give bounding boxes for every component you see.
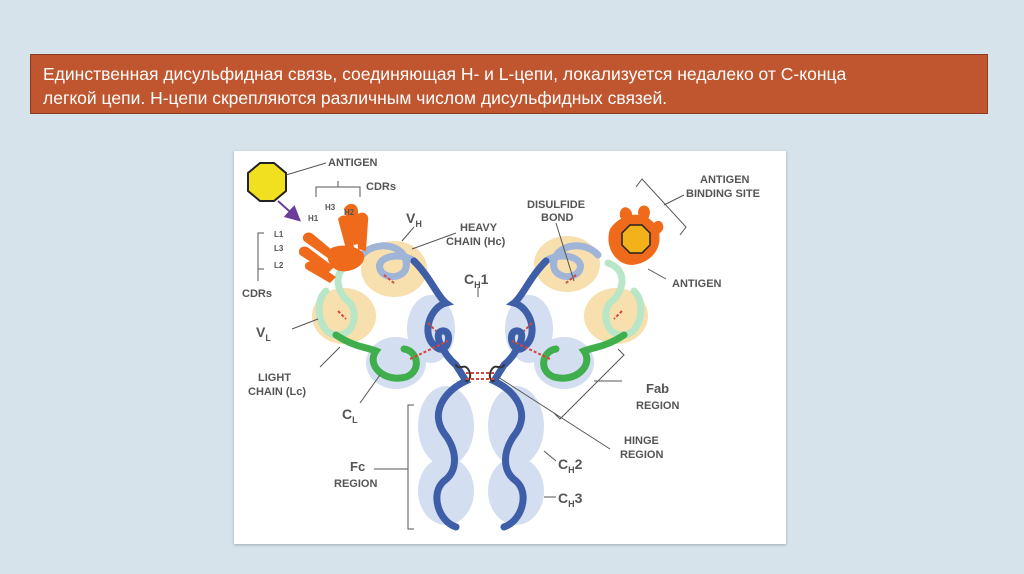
light-chain-right-constant — [540, 331, 628, 382]
bracket-cdrs-top — [315, 186, 361, 197]
label-l2: L2 — [274, 261, 284, 270]
antigen-left-octagon — [247, 162, 287, 202]
label-fab-1: Fab — [646, 381, 669, 396]
label-ch1: CH1 — [464, 271, 489, 290]
ch3-right-shading — [488, 457, 544, 525]
antibody-figure: ANTIGEN CDRs H1 H3 H2 L1 L3 L2 CDRs VH V… — [234, 151, 786, 544]
label-abs-1: ANTIGEN — [700, 174, 750, 186]
label-antigen-top: ANTIGEN — [328, 157, 378, 169]
label-cl: CL — [342, 406, 358, 425]
bracket-cdrs-left — [257, 232, 264, 270]
label-ch2: CH2 — [558, 456, 583, 475]
label-fc-2: REGION — [334, 478, 377, 490]
label-vh: VH — [406, 210, 422, 229]
label-h2: H2 — [344, 208, 355, 217]
ch3-left-shading — [418, 457, 474, 525]
ch2-right-shading — [488, 386, 544, 466]
label-fab-2: REGION — [636, 400, 679, 412]
bracket-abs — [635, 178, 687, 236]
label-vl: VL — [256, 324, 271, 343]
cdr-finger-h2 — [356, 212, 369, 251]
leader-vh — [401, 226, 415, 242]
heavy-chain-left-variable — [358, 242, 418, 280]
leader-light — [319, 346, 341, 368]
label-l3: L3 — [274, 244, 284, 253]
label-ch3: CH3 — [558, 490, 583, 509]
ss-bond-right-ch1 — [523, 322, 533, 332]
label-light-2: CHAIN (Lc) — [248, 386, 306, 398]
label-cdrs-left: CDRs — [242, 288, 272, 300]
label-l1: L1 — [274, 230, 284, 239]
cdr-fingers-right — [608, 205, 664, 265]
leader-vl — [291, 318, 319, 330]
light-chain-right-variable — [602, 259, 645, 339]
label-abs-2: BINDING SITE — [686, 188, 760, 200]
vh-left-shading — [361, 241, 427, 297]
title-line-2: легкой цепи. Н-цепи скрепляются различны… — [43, 88, 668, 108]
cdr-finger-right-2 — [638, 205, 650, 235]
leader-antigen-top — [285, 162, 327, 176]
light-chain-left-constant — [332, 331, 420, 382]
light-chains — [315, 259, 645, 382]
heavy-chain-right-constant — [488, 257, 550, 531]
heavy-chain-left-constant — [410, 257, 472, 531]
label-light-1: LIGHT — [258, 372, 291, 384]
label-fc-1: Fc — [350, 459, 365, 474]
antigen-right-octagon — [621, 224, 651, 254]
ss-bond-right-hl — [511, 340, 551, 360]
antigen-arrow — [277, 200, 301, 222]
leader-disulfide — [555, 222, 575, 282]
leader-lines — [257, 162, 687, 530]
label-disulfide-1: DISULFIDE — [527, 199, 585, 211]
title-line-1: Единственная дисульфидная связь, соединя… — [43, 64, 847, 84]
leader-ch2 — [543, 450, 557, 462]
ss-bond-left-vh — [383, 274, 395, 284]
ss-bond-right-vh — [565, 274, 577, 284]
bracket-fab — [553, 348, 625, 420]
label-heavy-2: CHAIN (Hc) — [446, 236, 506, 248]
ss-bond-left-hl — [409, 340, 449, 360]
cdr-finger-l2 — [304, 261, 336, 283]
label-h1: H1 — [308, 214, 319, 223]
label-heavy-1: HEAVY — [460, 222, 498, 234]
label-disulfide-2: BOND — [541, 212, 573, 224]
label-antigen-right: ANTIGEN — [672, 278, 722, 290]
leader-hinge — [497, 376, 611, 450]
heavy-chain-right-variable — [542, 242, 602, 280]
disulfide-bonds — [337, 274, 623, 380]
diagram-labels: ANTIGEN CDRs H1 H3 H2 L1 L3 L2 CDRs VH V… — [242, 157, 760, 509]
cdr-palm-left — [327, 245, 365, 272]
heavy-chains — [358, 242, 602, 531]
ss-bond-right-vl — [613, 310, 623, 320]
label-hinge-1: HINGE — [624, 435, 659, 447]
light-chain-left-variable — [315, 259, 358, 339]
leader-heavy — [411, 232, 457, 250]
ch2-left-shading — [418, 386, 474, 466]
leader-cl — [359, 374, 381, 404]
ss-bond-left-ch1 — [427, 322, 437, 332]
antibody-diagram: ANTIGEN CDRs H1 H3 H2 L1 L3 L2 CDRs VH V… — [242, 157, 760, 531]
bracket-fc — [407, 404, 414, 530]
ss-bond-left-vl — [337, 310, 347, 320]
label-h3: H3 — [325, 203, 336, 212]
leader-antigen-right — [647, 268, 667, 280]
title-banner: Единственная дисульфидная связь, соединя… — [30, 54, 988, 114]
cdr-finger-right-3 — [648, 220, 664, 245]
label-hinge-2: REGION — [620, 449, 663, 461]
cdr-fingers-left — [298, 203, 369, 283]
cdr-finger-l3 — [298, 246, 334, 273]
leader-abs — [663, 194, 685, 206]
label-cdrs-top: CDRs — [366, 181, 396, 193]
